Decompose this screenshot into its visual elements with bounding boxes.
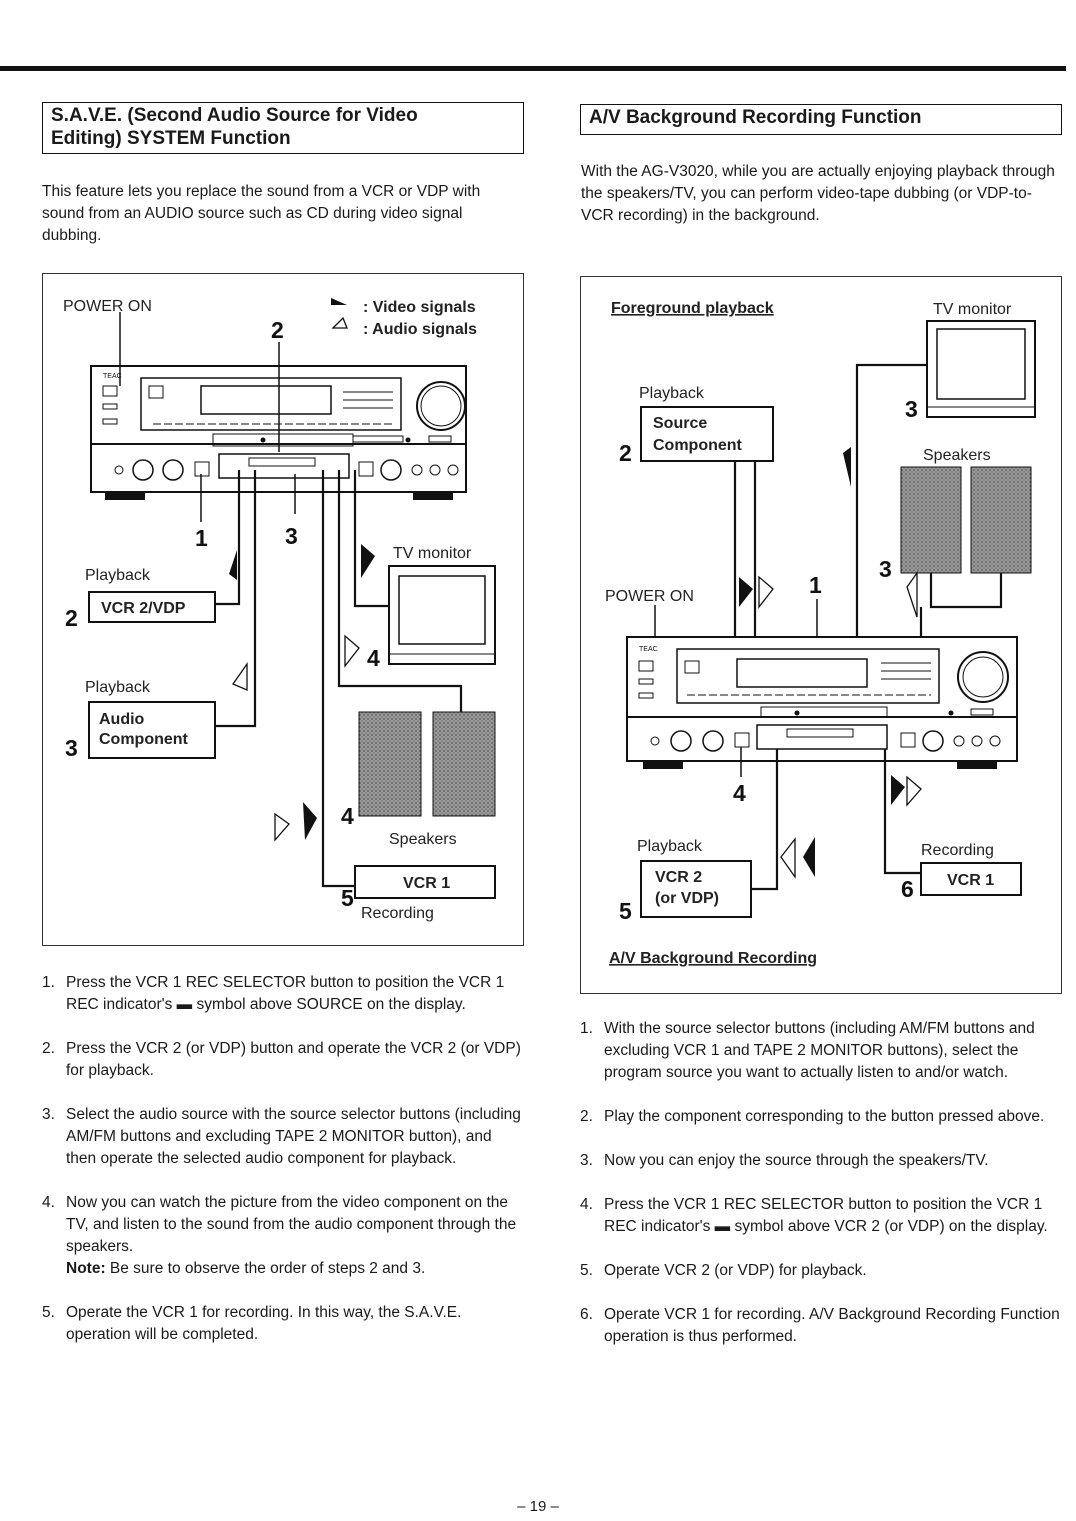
av-background-diagram-svg: Foreground playback TV monitor 3 Playbac… <box>605 300 1036 967</box>
playback-label: Playback <box>85 679 151 696</box>
playback-label: Playback <box>85 567 151 584</box>
left-intro: This feature lets you replace the sound … <box>42 183 481 244</box>
vcr1-box <box>920 862 1022 896</box>
speakers <box>900 466 1032 574</box>
tv-monitor <box>388 565 496 665</box>
audio-signal-arrow <box>758 575 774 609</box>
legend-video: : Video signals <box>363 299 476 316</box>
left-steps: 1.Press the VCR 1 REC SELECTOR button to… <box>42 972 522 1346</box>
list-item: 3.Now you can enjoy the source through t… <box>580 1152 989 1169</box>
tv-monitor-label: TV monitor <box>933 301 1012 318</box>
video-signal-arrow <box>739 577 753 607</box>
tv-monitor <box>926 320 1036 418</box>
foreground-playback-label: Foreground playback <box>611 300 774 317</box>
tv-monitor-label: TV monitor <box>393 545 472 562</box>
audio-signal-arrow <box>780 837 796 880</box>
list-item: 1.With the source selector buttons (incl… <box>580 1020 1035 1081</box>
right-steps: 1.With the source selector buttons (incl… <box>580 1018 1064 1348</box>
vcr2-vdp-label: VCR 2/VDP <box>101 600 186 617</box>
left-title-line2: Editing) SYSTEM Function <box>51 128 291 149</box>
list-item: 5.Operate VCR 2 (or VDP) for playback. <box>580 1262 867 1279</box>
list-item: 5.Operate the VCR 1 for recording. In th… <box>42 1304 462 1343</box>
vcr2-vdp-box <box>88 591 216 623</box>
left-title-line1: S.A.V.E. (Second Audio Source for Video <box>51 105 418 126</box>
step-4-marker: 4 <box>341 803 354 829</box>
video-signal-arrow <box>803 837 815 877</box>
list-item: 4.Press the VCR 1 REC SELECTOR button to… <box>580 1196 1048 1235</box>
save-diagram: POWER ON : Video signals : Audio signals… <box>42 273 524 946</box>
step-2-marker: 2 <box>65 605 78 631</box>
step-3-marker: 3 <box>905 396 918 422</box>
page-number: – 19 – <box>517 1498 559 1515</box>
receiver-unit: TEAC <box>626 636 1018 769</box>
list-item: 2.Press the VCR 2 (or VDP) button and op… <box>42 1040 521 1079</box>
list-item: 6.Operate VCR 1 for recording. A/V Backg… <box>580 1306 1060 1345</box>
audio-component-label: Component <box>99 731 189 748</box>
source-component-label: Component <box>653 437 743 454</box>
video-signal-arrow <box>361 544 375 578</box>
step-6-marker: 6 <box>901 876 914 902</box>
video-signal-arrow <box>229 550 237 580</box>
top-rule <box>0 66 1066 71</box>
recording-label: Recording <box>361 905 434 922</box>
video-signal-arrow <box>843 447 851 487</box>
vcr1-box <box>354 865 496 899</box>
step-4-marker: 4 <box>367 645 380 671</box>
step-1-marker: 1 <box>195 525 208 551</box>
video-signal-arrow <box>891 775 905 805</box>
list-item: 3.Select the audio source with the sourc… <box>42 1106 521 1167</box>
step-2-marker: 2 <box>271 317 284 343</box>
power-on-label: POWER ON <box>605 588 694 605</box>
left-section-title: S.A.V.E. (Second Audio Source for Video … <box>42 102 524 154</box>
step-2-marker: 2 <box>619 440 632 466</box>
right-title-text: A/V Background Recording Function <box>589 107 922 128</box>
list-item: 2.Play the component corresponding to th… <box>580 1108 1045 1125</box>
legend-audio: : Audio signals <box>363 321 477 338</box>
audio-signal-arrow <box>906 775 922 807</box>
video-arrow-icon <box>331 298 347 305</box>
speakers-label: Speakers <box>389 831 457 848</box>
audio-component-box <box>88 701 216 759</box>
audio-signal-arrow <box>274 812 290 842</box>
source-component-label: Source <box>653 415 707 432</box>
playback-label: Playback <box>637 838 703 855</box>
speakers-label: Speakers <box>923 447 991 464</box>
brand-logo: TEAC <box>103 373 122 380</box>
step-5-marker: 5 <box>619 898 632 924</box>
vcr2-label: (or VDP) <box>655 890 719 907</box>
step-4-marker: 4 <box>733 780 746 806</box>
audio-signal-arrow <box>906 570 918 618</box>
step-3-marker: 3 <box>285 523 298 549</box>
playback-label: Playback <box>639 385 705 402</box>
recording-label: Recording <box>921 842 994 859</box>
power-on-label: POWER ON <box>63 298 152 315</box>
video-signal-arrow <box>303 802 317 840</box>
vcr2-label: VCR 2 <box>655 869 702 886</box>
list-item: 4.Now you can watch the picture from the… <box>42 1194 517 1277</box>
vcr1-label: VCR 1 <box>403 875 450 892</box>
source-component-box <box>640 406 774 462</box>
step-5-marker: 5 <box>341 885 354 911</box>
vcr2-box <box>640 860 752 918</box>
av-background-diagram: Foreground playback TV monitor 3 Playbac… <box>580 276 1062 994</box>
right-intro: With the AG-V3020, while you are actuall… <box>581 163 1055 224</box>
step-1-marker: 1 <box>809 572 822 598</box>
brand-logo: TEAC <box>639 646 658 653</box>
step-3-marker: 3 <box>879 556 892 582</box>
vcr1-label: VCR 1 <box>947 872 994 889</box>
speakers <box>358 711 496 817</box>
audio-signal-arrow <box>344 634 360 668</box>
list-item: 1.Press the VCR 1 REC SELECTOR button to… <box>42 974 505 1013</box>
save-diagram-svg: POWER ON : Video signals : Audio signals… <box>63 298 496 922</box>
audio-component-label: Audio <box>99 711 145 728</box>
audio-arrow-icon <box>331 316 348 329</box>
right-section-title: A/V Background Recording Function <box>580 104 1062 135</box>
audio-signal-arrow <box>232 661 248 691</box>
step-3-marker: 3 <box>65 735 78 761</box>
av-background-recording-label: A/V Background Recording <box>609 950 817 967</box>
